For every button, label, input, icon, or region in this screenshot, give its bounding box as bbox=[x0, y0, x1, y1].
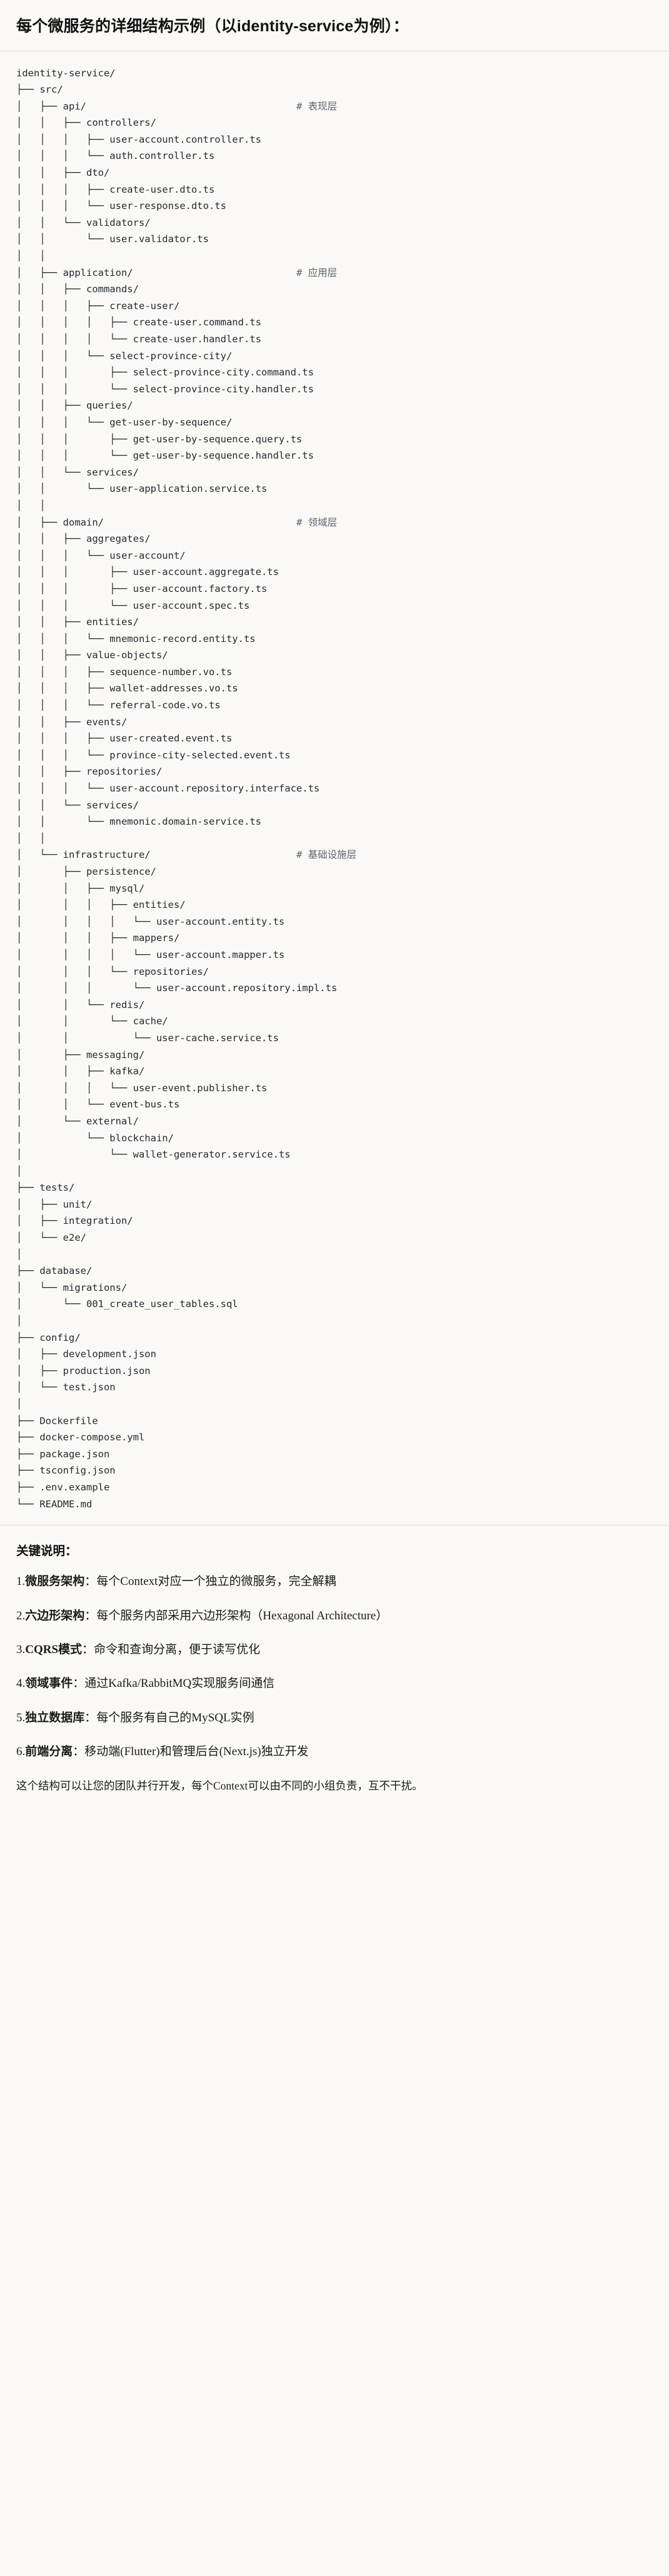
key-point-description: 移动端(Flutter)和管理后台(Next.js)独立开发 bbox=[84, 1745, 309, 1759]
key-point-separator: ： bbox=[84, 1711, 97, 1724]
key-point-separator: ： bbox=[82, 1643, 94, 1657]
list-item: 3.CQRS模式：命令和查询分离，便于读写优化 bbox=[16, 1641, 653, 1659]
closing-note: 这个结构可以让您的团队并行开发，每个Context可以由不同的小组负责，互不干扰… bbox=[16, 1779, 423, 1792]
key-points-heading: 关键说明： bbox=[16, 1544, 78, 1559]
key-point-description: 通过Kafka/RabbitMQ实现服务间通信 bbox=[84, 1677, 275, 1691]
list-item: 4.领域事件：通过Kafka/RabbitMQ实现服务间通信 bbox=[16, 1674, 653, 1693]
key-point-description: 每个服务有自己的MySQL实例 bbox=[96, 1711, 254, 1724]
key-point-term: 前端分离 bbox=[25, 1745, 73, 1759]
key-point-term: CQRS模式 bbox=[25, 1643, 83, 1657]
key-point-term: 微服务架构 bbox=[25, 1575, 85, 1589]
key-point-separator: ： bbox=[84, 1609, 97, 1622]
key-point-number: 5. bbox=[16, 1711, 26, 1724]
list-item: 5.独立数据库：每个服务有自己的MySQL实例 bbox=[16, 1709, 653, 1727]
key-point-number: 1. bbox=[16, 1575, 26, 1589]
key-point-number: 4. bbox=[16, 1677, 26, 1691]
tree-layer-comment: # 基础设施层 bbox=[296, 849, 357, 861]
key-point-number: 2. bbox=[16, 1609, 26, 1622]
title-section: 每个微服务的详细结构示例（以identity-service为例）： bbox=[0, 0, 669, 51]
key-point-description: 命令和查询分离，便于读写优化 bbox=[94, 1643, 261, 1657]
key-point-term: 独立数据库 bbox=[25, 1711, 85, 1724]
list-item: 6.前端分离：移动端(Flutter)和管理后台(Next.js)独立开发 bbox=[16, 1743, 653, 1761]
list-item: 1.微服务架构：每个Context对应一个独立的微服务，完全解耦 bbox=[16, 1572, 653, 1591]
key-point-number: 6. bbox=[16, 1745, 26, 1759]
key-point-description: 每个Context对应一个独立的微服务，完全解耦 bbox=[96, 1575, 336, 1589]
key-point-separator: ： bbox=[73, 1745, 85, 1759]
key-point-term: 六边形架构 bbox=[25, 1609, 85, 1622]
tree-layer-comment: # 应用层 bbox=[296, 267, 338, 278]
directory-tree-section: identity-service/ ├── src/ │ ├── api/ # … bbox=[0, 51, 669, 1525]
key-points-list: 1.微服务架构：每个Context对应一个独立的微服务，完全解耦 2.六边形架构… bbox=[16, 1572, 653, 1761]
tree-layer-comment: # 表现层 bbox=[296, 100, 338, 112]
key-point-separator: ： bbox=[73, 1677, 85, 1691]
key-point-description: 每个服务内部采用六边形架构（Hexagonal Architecture） bbox=[96, 1609, 388, 1622]
directory-tree: identity-service/ ├── src/ │ ├── api/ # … bbox=[16, 67, 357, 1510]
page-title: 每个微服务的详细结构示例（以identity-service为例）： bbox=[16, 18, 409, 35]
key-point-separator: ： bbox=[84, 1575, 97, 1589]
key-point-number: 3. bbox=[16, 1643, 26, 1657]
document-page: 每个微服务的详细结构示例（以identity-service为例）： ident… bbox=[0, 0, 669, 1811]
tree-layer-comment: # 领域层 bbox=[296, 516, 338, 528]
list-item: 2.六边形架构：每个服务内部采用六边形架构（Hexagonal Architec… bbox=[16, 1607, 653, 1625]
key-point-term: 领域事件 bbox=[25, 1677, 73, 1691]
key-points-section: 关键说明： 1.微服务架构：每个Context对应一个独立的微服务，完全解耦 2… bbox=[0, 1525, 669, 1811]
